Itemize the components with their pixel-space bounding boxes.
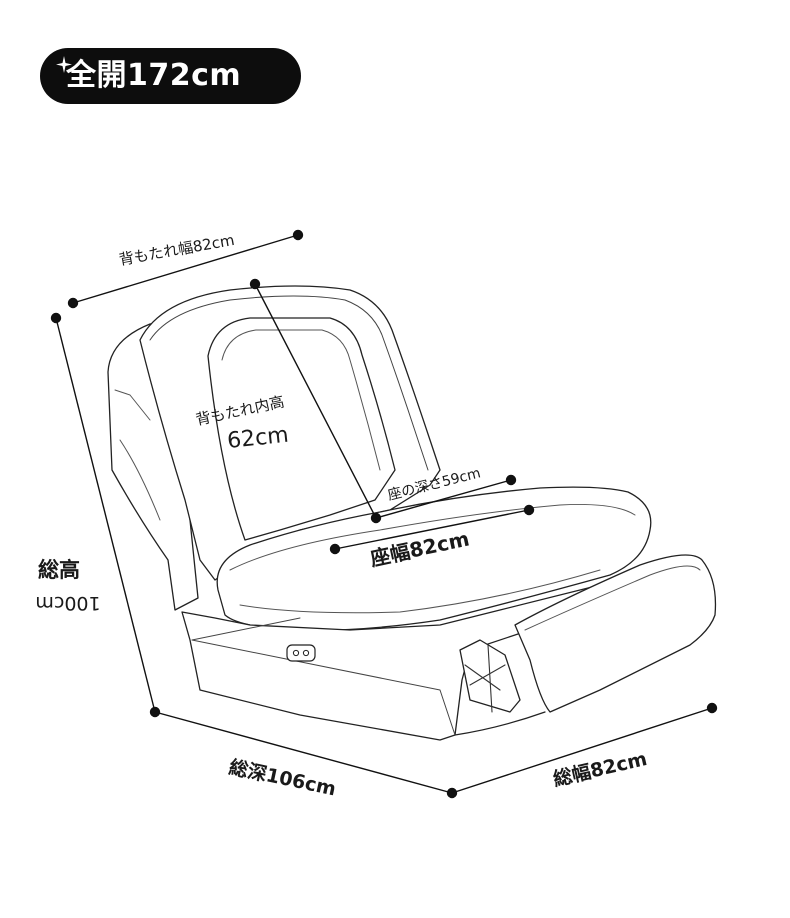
- endpoint-marker: [523, 504, 535, 516]
- total-height-value: 100cm: [35, 592, 100, 614]
- total-depth-label: 総深106cm: [227, 755, 338, 800]
- full-open-length-text: 全開172cm: [66, 58, 242, 93]
- total-height-label: 総高: [38, 558, 80, 582]
- sparkle-icon: [56, 56, 72, 73]
- endpoint-marker: [329, 543, 341, 555]
- endpoint-marker: [249, 278, 261, 290]
- dimension-lines: [50, 229, 718, 799]
- endpoint-marker: [67, 297, 79, 309]
- full-open-length-badge: 全開172cm: [40, 48, 301, 104]
- backrest-width-label: 背もたれ幅82cm: [118, 231, 236, 269]
- total-width-label: 総幅82cm: [551, 747, 649, 791]
- recliner-chair-illustration: [107, 285, 717, 741]
- endpoint-marker: [292, 229, 304, 241]
- endpoint-marker: [706, 702, 718, 714]
- endpoint-marker: [505, 474, 517, 486]
- endpoint-marker: [50, 312, 62, 324]
